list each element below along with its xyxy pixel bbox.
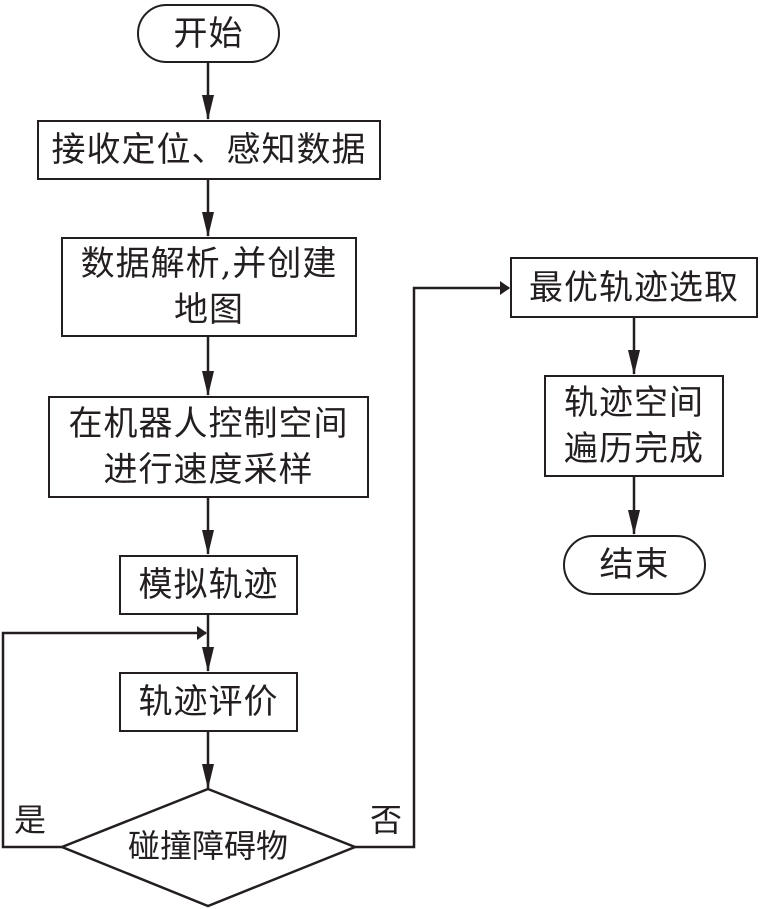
end-label: 结束 [599, 545, 670, 585]
simulate-trajectory-box: 模拟轨迹 [119, 555, 298, 615]
optimal-trajectory-box: 最优轨迹选取 [510, 257, 758, 318]
parse-map-box: 数据解析,并创建 地图 [61, 237, 357, 337]
velocity-sampling-label-line1: 在机器人控制空间 [68, 404, 349, 444]
parse-map-label-line2: 地图 [174, 290, 244, 330]
decision-diamond [58, 787, 359, 908]
edge-decision-yes-loop [1, 626, 207, 849]
parse-map-label-line1: 数据解析,并创建 [80, 244, 338, 284]
receive-data-label: 接收定位、感知数据 [51, 130, 367, 170]
no-branch-label: 否 [370, 801, 403, 839]
yes-branch-label: 是 [14, 801, 47, 839]
velocity-sampling-label-line2: 进行速度采样 [103, 450, 314, 490]
collision-decision-label: 碰撞障碍物 [127, 827, 288, 865]
start-terminal: 开始 [137, 4, 280, 63]
edge-decision-no-select [355, 281, 510, 849]
evaluate-trajectory-label: 轨迹评价 [138, 682, 279, 722]
receive-data-box: 接收定位、感知数据 [37, 120, 381, 180]
traversal-complete-label-line1: 轨迹空间 [564, 383, 704, 423]
evaluate-trajectory-box: 轨迹评价 [119, 672, 298, 732]
traversal-complete-label-line2: 遍历完成 [564, 429, 704, 469]
traversal-complete-box: 轨迹空间 遍历完成 [544, 375, 724, 477]
velocity-sampling-box: 在机器人控制空间 进行速度采样 [48, 396, 369, 498]
end-terminal: 结束 [563, 535, 706, 595]
simulate-trajectory-label: 模拟轨迹 [138, 565, 279, 605]
start-label: 开始 [173, 13, 244, 54]
optimal-trajectory-label: 最优轨迹选取 [529, 267, 739, 308]
